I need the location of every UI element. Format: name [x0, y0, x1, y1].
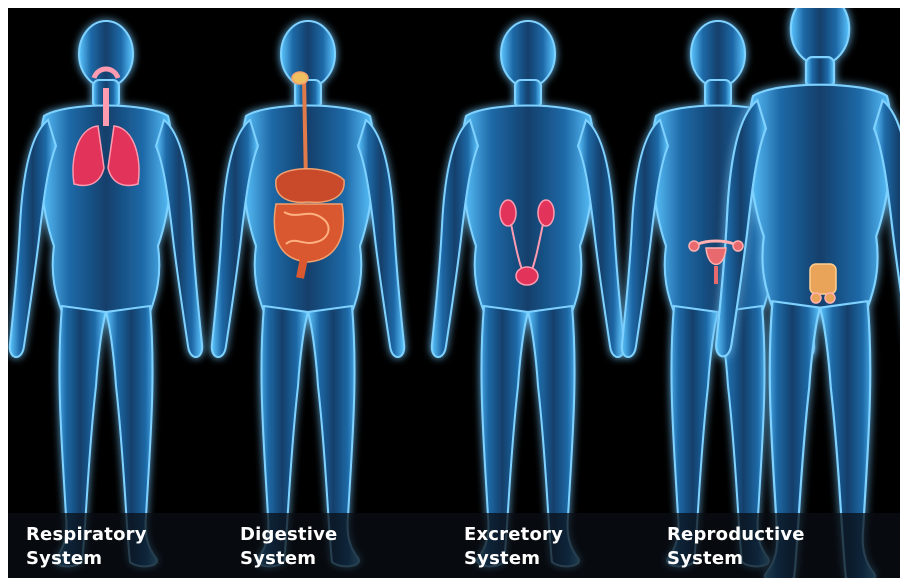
label-reproductive-system: Reproductive System: [667, 523, 805, 571]
label-line-2: System: [26, 547, 147, 571]
label-line-2: System: [667, 547, 805, 571]
label-digestive-system: Digestive System: [240, 523, 337, 571]
anatomy-figure: Respiratory System Digestive System Excr…: [8, 8, 900, 578]
label-line-1: Respiratory: [26, 523, 147, 547]
label-line-1: Digestive: [240, 523, 337, 547]
figure-excretory: [432, 21, 624, 566]
label-respiratory-system: Respiratory System: [26, 523, 147, 571]
label-excretory-system: Excretory System: [464, 523, 563, 571]
label-line-1: Excretory: [464, 523, 563, 547]
figure-digestive: [212, 21, 404, 566]
body-systems-illustration: [8, 8, 900, 578]
label-line-2: System: [240, 547, 337, 571]
label-line-1: Reproductive: [667, 523, 805, 547]
label-line-2: System: [464, 547, 563, 571]
